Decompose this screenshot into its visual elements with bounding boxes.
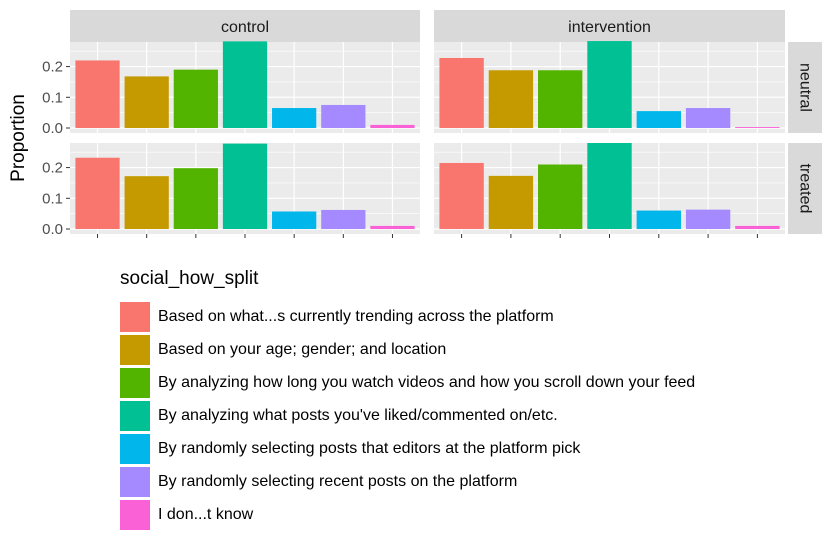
bar-intervention-treated-4: [636, 210, 681, 229]
bar-control-neutral-5: [321, 104, 366, 128]
bar-intervention-neutral-6: [735, 127, 780, 128]
y-tick-label: 0.1: [42, 89, 63, 106]
bar-control-neutral-0: [75, 60, 120, 128]
legend: social_how_split Based on what...s curre…: [120, 268, 695, 531]
y-tick-label: 0.0: [42, 120, 63, 137]
legend-label: By randomly selecting recent posts on th…: [158, 472, 518, 490]
bar-intervention-neutral-4: [636, 111, 681, 128]
bar-control-treated-2: [173, 168, 218, 229]
bar-control-neutral-2: [173, 69, 218, 128]
y-tick-label: 0.2: [42, 59, 63, 76]
y-tick-label: 0.1: [42, 190, 63, 207]
facet-label-treated: treated: [797, 164, 814, 214]
legend-label: By analyzing what posts you've liked/com…: [158, 406, 558, 424]
bar-intervention-neutral-3: [587, 41, 632, 129]
bar-control-treated-1: [124, 176, 169, 229]
bar-intervention-treated-2: [538, 164, 583, 229]
facet-strip-control: [70, 10, 420, 42]
bar-intervention-treated-1: [488, 175, 534, 229]
legend-label: By randomly selecting posts that editors…: [158, 439, 581, 457]
bar-control-neutral-4: [272, 108, 317, 128]
legend-item: By analyzing what posts you've liked/com…: [120, 399, 695, 432]
bar-intervention-treated-0: [439, 162, 484, 229]
legend-items: Based on what...s currently trending acr…: [120, 300, 695, 531]
legend-key-swatch: [120, 367, 150, 398]
bar-intervention-neutral-1: [488, 70, 534, 128]
bar-intervention-neutral-2: [538, 70, 583, 128]
facet-label-neutral: neutral: [797, 63, 814, 112]
bar-intervention-neutral-0: [439, 57, 484, 128]
legend-key-swatch: [120, 334, 150, 365]
legend-item: Based on what...s currently trending acr…: [120, 300, 695, 333]
legend-key-swatch: [120, 301, 150, 332]
legend-item: Based on your age; gender; and location: [120, 333, 695, 366]
facet-label-intervention: intervention: [568, 19, 651, 36]
facet-strip-intervention: [434, 10, 785, 42]
bar-control-neutral-3: [222, 41, 268, 129]
legend-label: By analyzing how long you watch videos a…: [158, 373, 696, 391]
bar-intervention-treated-6: [735, 225, 780, 229]
legend-label: I don...t know: [158, 505, 254, 523]
legend-title: social_how_split: [120, 268, 259, 289]
legend-item: By randomly selecting recent posts on th…: [120, 465, 695, 498]
facet-strip-neutral: [788, 42, 822, 133]
bar-control-neutral-1: [124, 76, 169, 128]
bar-control-treated-5: [321, 209, 366, 229]
legend-key-swatch: [120, 466, 150, 497]
y-tick-label: 0.0: [42, 221, 63, 238]
y-axis-title: Proportion: [8, 94, 29, 182]
faceted-bar-chart: control intervention neutral treated 0.0 0.1 0…: [8, 10, 822, 238]
facet-label-control: control: [221, 19, 269, 36]
bar-intervention-treated-5: [685, 209, 731, 229]
legend-key-swatch: [120, 499, 150, 530]
legend-item: By randomly selecting posts that editors…: [120, 432, 695, 465]
bar-control-treated-6: [370, 225, 415, 229]
bar-control-treated-4: [272, 211, 317, 229]
y-tick-label: 0.2: [42, 160, 63, 177]
bar-control-treated-0: [75, 157, 120, 229]
legend-label: Based on what...s currently trending acr…: [158, 307, 554, 325]
bar-intervention-neutral-5: [685, 108, 731, 128]
legend-key-swatch: [120, 433, 150, 464]
bar-control-neutral-6: [370, 124, 415, 128]
bar-control-treated-3: [222, 143, 268, 229]
bar-intervention-treated-3: [587, 143, 632, 229]
facet-strip-treated: [788, 143, 822, 234]
legend-item: I don...t know: [120, 498, 695, 531]
legend-label: Based on your age; gender; and location: [158, 340, 447, 358]
legend-key-swatch: [120, 400, 150, 431]
legend-item: By analyzing how long you watch videos a…: [120, 366, 695, 399]
